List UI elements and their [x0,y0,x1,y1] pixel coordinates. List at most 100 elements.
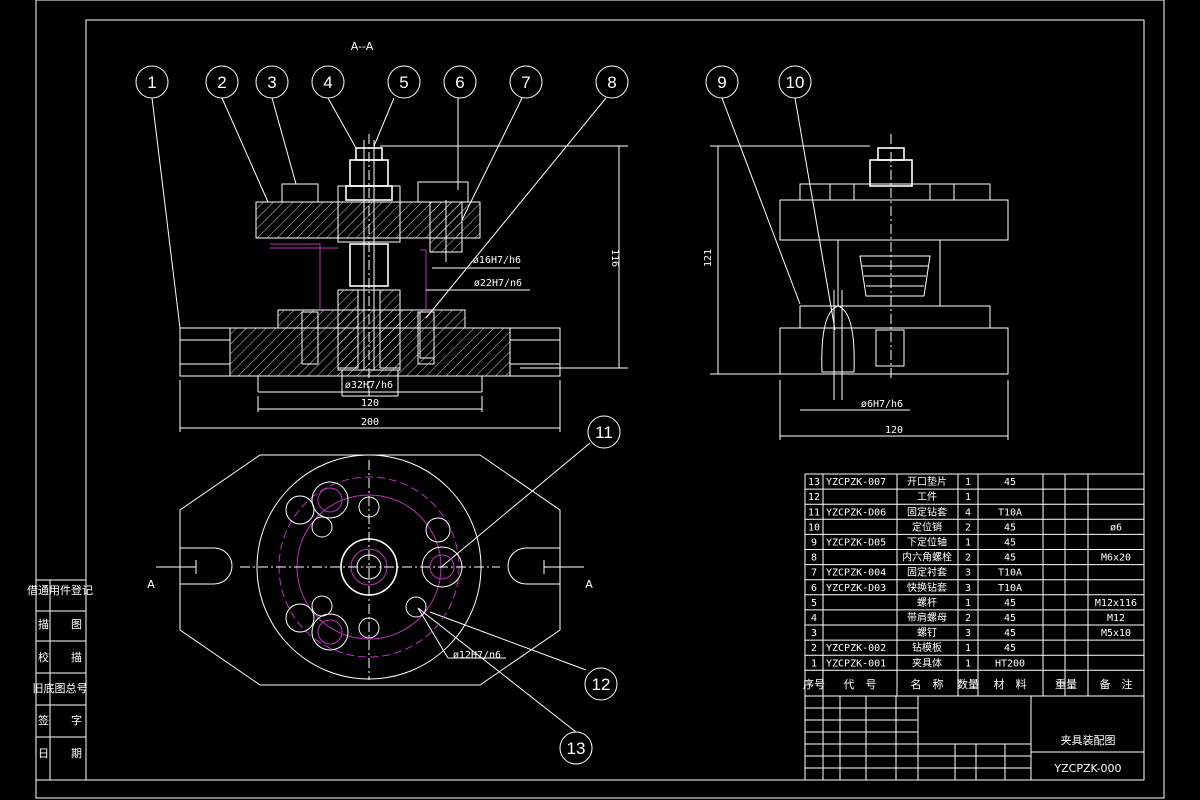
dim-d32: ø32H7/h6 [345,380,393,391]
bom-header-qty: 数量 [957,678,979,691]
dim-width-120: 120 [361,398,379,409]
balloon-6: 6 [455,73,464,92]
balloon-5: 5 [399,73,408,92]
bom-cell-qty: 1 [965,477,971,488]
bom-header-name: 名 称 [911,677,944,691]
bom-cell-note: ø6 [1110,522,1122,533]
bom-cell-code: YZCPZK-007 [826,477,886,488]
bom-cell-mat: 45 [1004,613,1016,624]
dim-height-121: 121 [703,249,714,267]
bom-cell-qty: 1 [965,492,971,503]
inner-frame [85,19,1145,781]
section-mark-right: A [585,578,593,591]
balloon-10: 10 [786,73,805,92]
side-label: 旧底图总号 [33,681,88,695]
bom-header-weight: 重量 [1055,677,1077,691]
bom-cell-no: 8 [811,553,817,564]
bom-header-mat: 材 料 [994,677,1027,691]
bom-table-grid [804,473,1145,697]
balloon-9: 9 [717,73,726,92]
bom-cell-note: M6x20 [1101,553,1131,564]
balloon-1: 1 [147,73,156,92]
bom-header-no: 序号 [803,677,825,691]
bom-cell-qty: 1 [965,538,971,549]
bom-cell-code: YZCPZK-002 [826,643,886,654]
section-mark-left: A [147,578,155,591]
bom-cell-no: 13 [808,477,820,488]
bom-header-note: 备 注 [1100,677,1133,691]
bom-cell-name: 内六角螺栓 [902,551,952,564]
bom-cell-qty: 1 [965,598,971,609]
bom-cell-qty: 1 [965,643,971,654]
side-registration-strip [35,579,87,781]
balloon-12: 12 [592,675,611,694]
dim-width-120-side: 120 [885,425,903,436]
bom-cell-qty: 2 [965,613,971,624]
bom-header-code: 代 号 [844,678,877,691]
outer-frame [35,0,1165,799]
bom-cell-name: 钻模板 [912,641,942,654]
bom-cell-no: 6 [811,583,817,594]
bom-cell-no: 3 [811,628,817,639]
bom-cell-code: YZCPZK-D03 [826,583,886,594]
side-label: 借通用件登记 [27,583,93,597]
bom-cell-no: 11 [808,507,820,518]
bom-cell-note: M12x116 [1095,598,1137,609]
section-label: A--A [351,40,374,53]
bom-cell-no: 4 [811,613,817,624]
bom-cell-name: 螺钉 [917,627,937,639]
bom-cell-qty: 2 [965,553,971,564]
side-label: 日 期 [38,747,82,760]
balloon-13: 13 [567,739,586,758]
bom-cell-no: 9 [811,538,817,549]
plan-view [156,454,584,686]
bom-cell-name: 固定钻套 [907,505,947,518]
bom-cell-name: 工件 [917,491,937,503]
bom-cell-mat: 45 [1004,643,1016,654]
bom-cell-no: 10 [808,522,820,533]
drawing-name: 夹具装配图 [1061,734,1116,747]
side-label: 描 图 [38,617,82,631]
balloon-2: 2 [217,73,226,92]
bom-cell-code: YZCPZK-004 [826,568,886,579]
title-block [804,695,1145,781]
bom-cell-name: 夹具体 [912,656,942,669]
bom-cell-code: YZCPZK-D05 [826,538,886,549]
bom-cell-qty: 3 [965,583,971,594]
bom-cell-no: 5 [811,598,817,609]
bom-cell-note: M12 [1107,613,1125,624]
drawing-code: YZCPZK-000 [1053,762,1121,775]
bom-cell-no: 1 [811,658,817,669]
bom-cell-name: 快换钻套 [907,581,947,594]
bom-cell-note: M5x10 [1101,628,1131,639]
bom-cell-name: 螺杆 [917,597,937,609]
bom-cell-mat: 45 [1004,598,1016,609]
bom-cell-name: 固定衬套 [907,566,947,579]
bom-cell-mat: HT200 [995,658,1025,669]
bom-cell-no: 2 [811,643,817,654]
bom-cell-name: 开口垫片 [907,475,947,488]
bom-cell-qty: 3 [965,568,971,579]
bom-cell-name: 定位销 [912,520,942,533]
bom-cell-code: YZCPZK-D06 [826,507,886,518]
bom-cell-no: 12 [808,492,820,503]
dim-d16: ø16H7/h6 [473,255,521,266]
balloon-4: 4 [323,73,332,92]
front-section-view [179,134,628,432]
bom-cell-code: YZCPZK-001 [826,658,886,669]
bom-cell-name: 下定位轴 [907,536,947,549]
dim-d22: ø22H7/n6 [474,278,522,289]
dim-d12: ø12H7/n6 [453,650,501,661]
bom-cell-qty: 3 [965,628,971,639]
bom-cell-mat: 45 [1004,553,1016,564]
bom-cell-no: 7 [811,568,817,579]
bom-cell-mat: T10A [998,568,1022,579]
bom-cell-mat: 45 [1004,522,1016,533]
bom-cell-qty: 1 [965,658,971,669]
bom-cell-mat: 45 [1004,477,1016,488]
bom-cell-qty: 2 [965,522,971,533]
balloon-11: 11 [595,423,613,442]
bom-cell-mat: T10A [998,507,1022,518]
